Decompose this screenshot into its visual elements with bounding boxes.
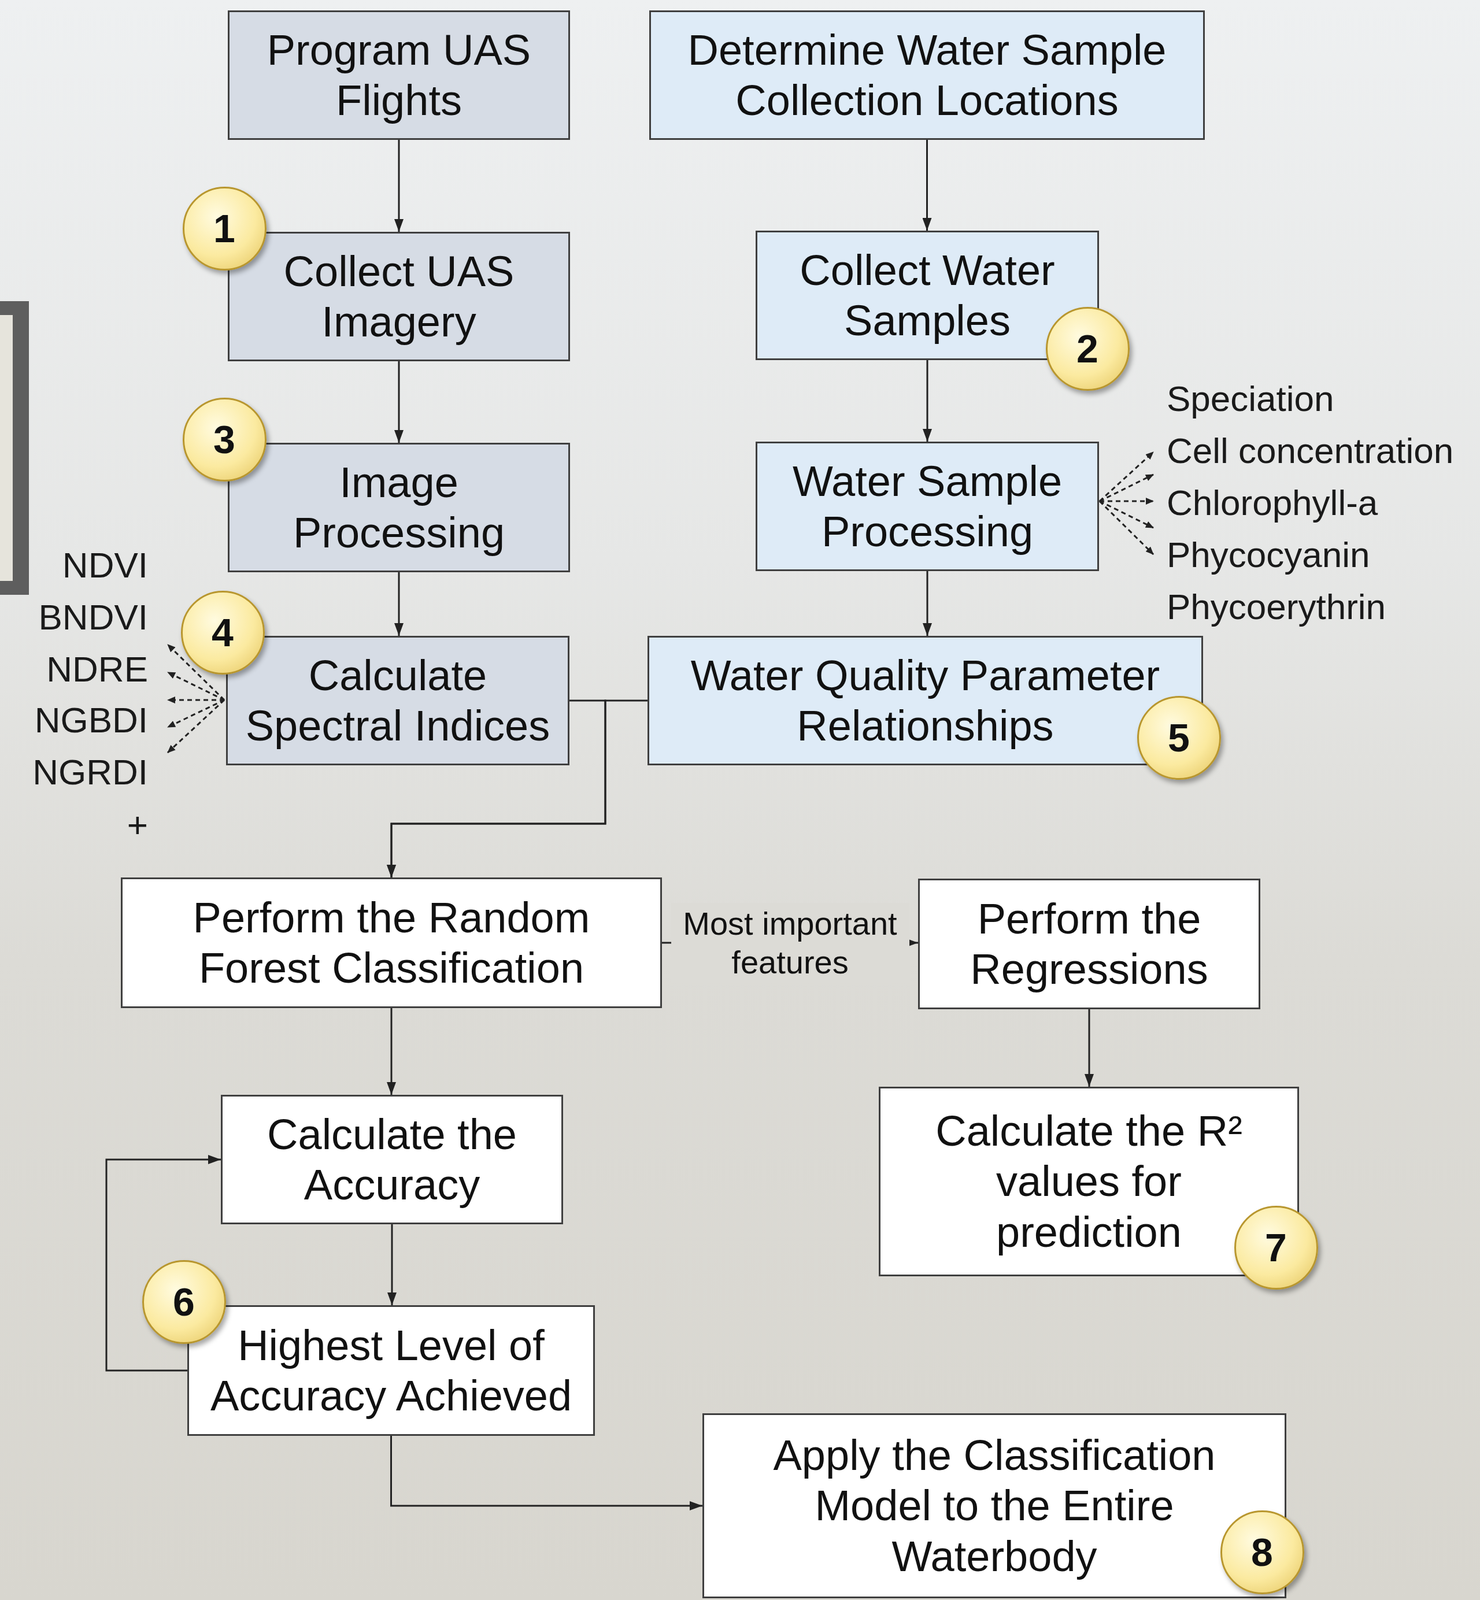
leader-line (167, 699, 225, 702)
pigment-leaders (1099, 452, 1154, 555)
process-box: Calculate the Accuracy (220, 1094, 564, 1225)
box-text: Calculate Spectral Indices (238, 650, 558, 752)
index-label: BNDVI (38, 596, 148, 639)
process-box: Perform the Regressions (918, 878, 1261, 1010)
index-label: Phycocyanin (1166, 533, 1371, 577)
leader-line (167, 672, 225, 701)
leader-line (1099, 501, 1154, 528)
box-text: Perform the Random Forest Classification (132, 892, 650, 994)
process-box: Apply the Classification Model to the En… (702, 1413, 1287, 1599)
connector-arrow (926, 571, 929, 636)
leader-line (1099, 501, 1154, 555)
box-text: Program UAS Flights (239, 24, 558, 127)
connector-label: Most important features (671, 903, 910, 983)
box-text: Water Quality Parameter Relationships (659, 650, 1191, 752)
connector-arrow (1088, 1009, 1091, 1087)
connector-arrow (391, 1436, 703, 1507)
box-text: Highest Level of Accuracy Achieved (199, 1320, 583, 1422)
box-text: Calculate the Accuracy (232, 1109, 551, 1211)
process-box: Calculate Spectral Indices (226, 635, 570, 766)
index-label: Phycoerythrin (1166, 585, 1386, 629)
process-box: Water Quality Parameter Relationships (647, 635, 1204, 766)
connector-arrow (391, 1224, 394, 1306)
connector-arrow (926, 139, 928, 231)
connector-arrow (926, 360, 929, 442)
index-label: Chlorophyll-a (1166, 481, 1378, 525)
photo-fragment (0, 301, 29, 595)
process-box: Determine Water Sample Collection Locati… (649, 10, 1205, 140)
callout-number: 6 (142, 1260, 227, 1345)
process-box: Collect UAS Imagery (227, 231, 571, 362)
index-label: NGRDI (32, 750, 148, 794)
index-label: NGBDI (34, 698, 148, 742)
process-box: Program UAS Flights (227, 10, 571, 140)
process-box: Image Processing (227, 442, 571, 573)
box-text: Perform the Regressions (930, 893, 1249, 995)
callout-number: 7 (1234, 1205, 1319, 1290)
index-label: Cell concentration (1166, 429, 1454, 473)
callout-number: 4 (180, 590, 265, 675)
connector-arrow (398, 572, 401, 636)
connector-arrow (398, 361, 401, 443)
index-label: NDRE (46, 648, 148, 691)
process-box: Perform the Random Forest Classification (120, 877, 662, 1009)
box-text: Image Processing (239, 457, 558, 559)
index-label: NDVI (62, 544, 148, 587)
index-label: + (127, 803, 148, 847)
box-text: Water Sample Processing (767, 456, 1087, 558)
box-text: Collect Water Samples (767, 245, 1087, 347)
box-text: Calculate the R² values for prediction (927, 1105, 1252, 1258)
connector-arrow (398, 139, 401, 232)
callout-number: 2 (1045, 306, 1130, 391)
callout-number: 3 (182, 397, 267, 482)
process-box: Highest Level of Accuracy Achieved (187, 1305, 595, 1437)
leader-line (1099, 452, 1154, 502)
box-text: Apply the Classification Model to the En… (734, 1430, 1255, 1582)
process-box: Water Sample Processing (755, 441, 1100, 572)
callout-number: 5 (1137, 696, 1221, 780)
photo-fragment-inner (0, 315, 13, 582)
box-text: Collect UAS Imagery (239, 246, 558, 348)
leader-line (1099, 474, 1154, 502)
leader-line (1099, 500, 1154, 503)
box-text: Determine Water Sample Collection Locati… (661, 24, 1193, 127)
callout-number: 8 (1220, 1510, 1305, 1595)
index-label: Speciation (1166, 377, 1335, 421)
leader-line (167, 700, 225, 753)
leader-line (167, 700, 225, 728)
connector-arrow (390, 1008, 393, 1095)
callout-number: 1 (182, 186, 267, 271)
